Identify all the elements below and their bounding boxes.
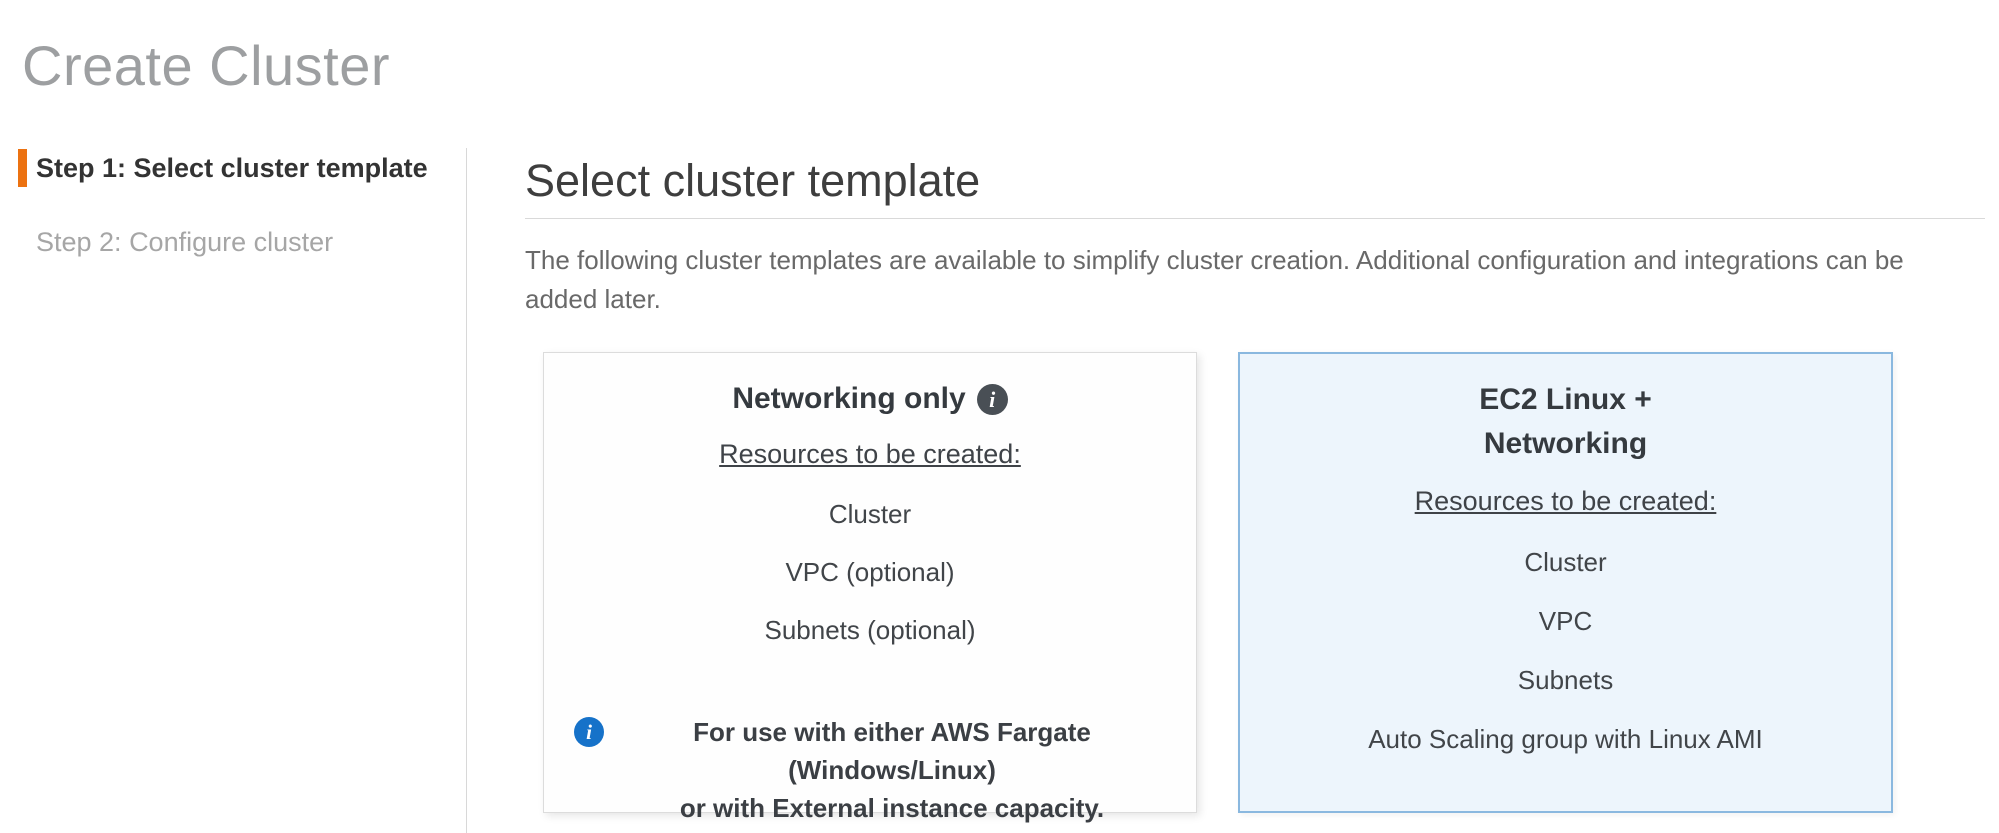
resource-item: Auto Scaling group with Linux AMI [1368,724,1763,754]
section-heading: Select cluster template [525,155,981,206]
fargate-usage-note: i For use with either AWS Fargate (Windo… [544,713,1196,827]
sidebar-step-1-select-cluster-template[interactable]: Step 1: Select cluster template [18,149,428,187]
card-title-networking-only: Networking only [732,382,966,415]
resource-item: Subnets (optional) [764,615,976,645]
heading-divider [525,218,1985,219]
template-card-ec2-linux-networking[interactable]: EC2 Linux + Networking Resources to be c… [1238,352,1893,813]
card-title-ec2-linux-networking: EC2 Linux + Networking [1479,383,1652,460]
step-1-label: Step 1: Select cluster template [36,153,428,183]
template-cards: Networking only i Resources to be create… [543,352,1893,823]
info-icon[interactable]: i [976,383,1008,415]
page-title: Create Cluster [22,34,391,97]
info-icon: i [574,717,604,747]
vertical-divider [466,148,467,833]
section-description: The following cluster templates are avai… [525,245,1904,314]
active-step-indicator-bar [18,149,27,187]
resource-item: Cluster [1524,547,1607,577]
resources-label: Resources to be created: [719,439,1021,469]
note-text: For use with either AWS Fargate (Windows… [679,717,1105,823]
card-title-row: Networking only i [544,379,1196,419]
template-card-networking-only[interactable]: Networking only i Resources to be create… [543,352,1197,823]
resource-item: VPC (optional) [785,557,955,587]
resource-item: VPC [1538,606,1593,636]
card-title-row: EC2 Linux + Networking [1240,378,1891,466]
resource-item: Subnets [1517,665,1614,695]
sidebar-step-2-configure-cluster: Step 2: Configure cluster [36,227,334,257]
resource-item: Cluster [828,499,912,529]
resources-label: Resources to be created: [1414,486,1717,516]
